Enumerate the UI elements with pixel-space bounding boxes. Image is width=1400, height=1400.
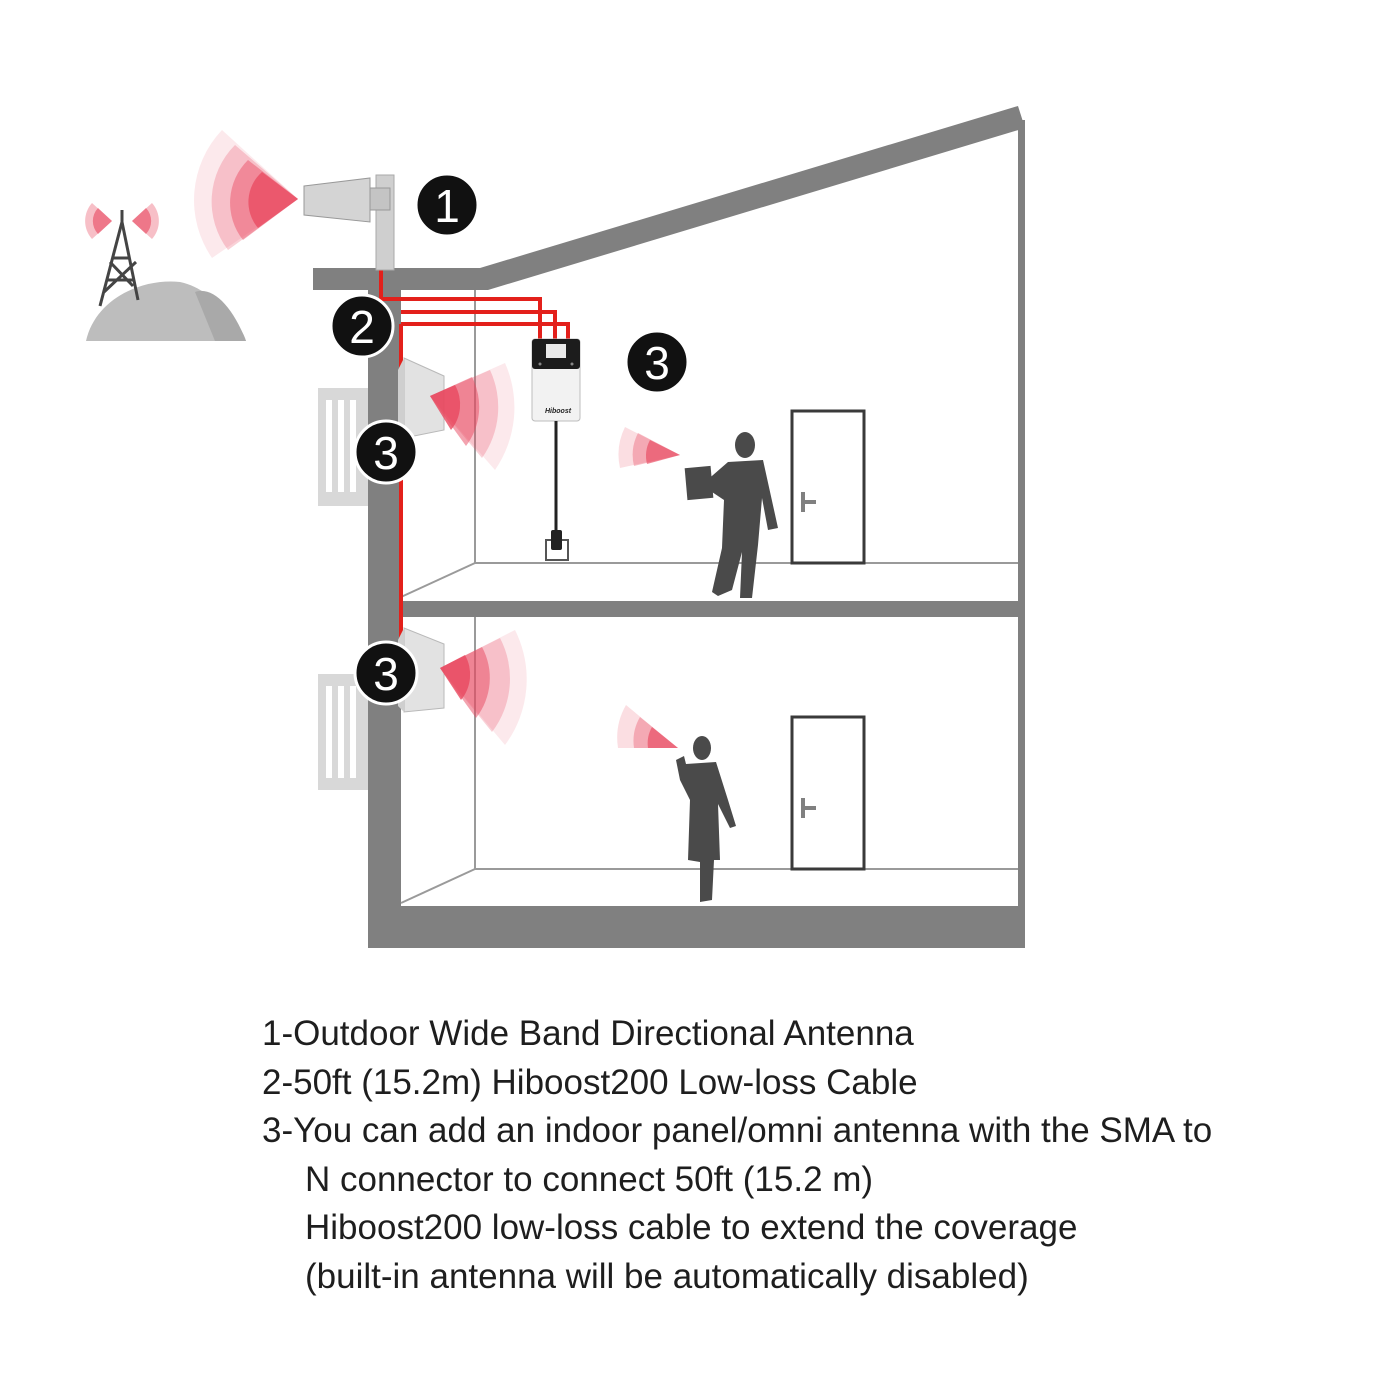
building xyxy=(313,106,1025,948)
svg-text:Hiboost: Hiboost xyxy=(545,408,572,415)
svg-text:3: 3 xyxy=(373,427,399,479)
door-icon-lower xyxy=(790,715,866,871)
badge-indoor-antenna-lower: 3 xyxy=(353,640,419,706)
door-icon-upper xyxy=(790,409,866,565)
upper-antenna-beam xyxy=(430,363,515,470)
badge-outdoor-antenna: 1 xyxy=(414,172,480,238)
badge-indoor-antenna-upper: 3 xyxy=(353,419,419,485)
lower-antenna-beam xyxy=(440,630,527,745)
legend-item-3-line-3: Hiboost200 low-loss cable to extend the … xyxy=(305,1208,1078,1247)
legend-item-1: 1-Outdoor Wide Band Directional Antenna xyxy=(262,1014,914,1053)
person-with-tablet-icon xyxy=(618,427,778,598)
panel-antenna-icon-upper xyxy=(398,357,445,439)
legend-item-3-line-1: 3-You can add an indoor panel/omni anten… xyxy=(262,1111,1213,1150)
svg-text:3: 3 xyxy=(644,337,670,389)
badge-cable: 2 xyxy=(329,293,395,359)
legend: 1-Outdoor Wide Band Directional Antenna … xyxy=(262,1010,1372,1301)
outdoor-signal-beam xyxy=(194,130,298,258)
yagi-antenna-icon xyxy=(303,174,395,271)
legend-item-3-line-4: (built-in antenna will be automatically … xyxy=(305,1256,1029,1296)
power-plug-icon xyxy=(545,530,569,561)
legend-item-3-line-2: N connector to connect 50ft (15.2 m) xyxy=(305,1159,874,1199)
badge-booster-coverage: 3 xyxy=(624,329,690,395)
svg-text:3: 3 xyxy=(373,648,399,700)
booster-icon: Hiboost xyxy=(531,338,581,533)
svg-text:1: 1 xyxy=(434,180,460,232)
svg-text:2: 2 xyxy=(349,301,375,353)
person-on-phone-icon xyxy=(617,705,736,902)
signal-booster-installation-diagram: Hiboost xyxy=(85,106,1025,948)
balcony-lower xyxy=(318,674,368,790)
legend-item-2: 2-50ft (15.2m) Hiboost200 Low-loss Cable xyxy=(262,1062,918,1102)
cell-tower-icon xyxy=(85,203,246,341)
